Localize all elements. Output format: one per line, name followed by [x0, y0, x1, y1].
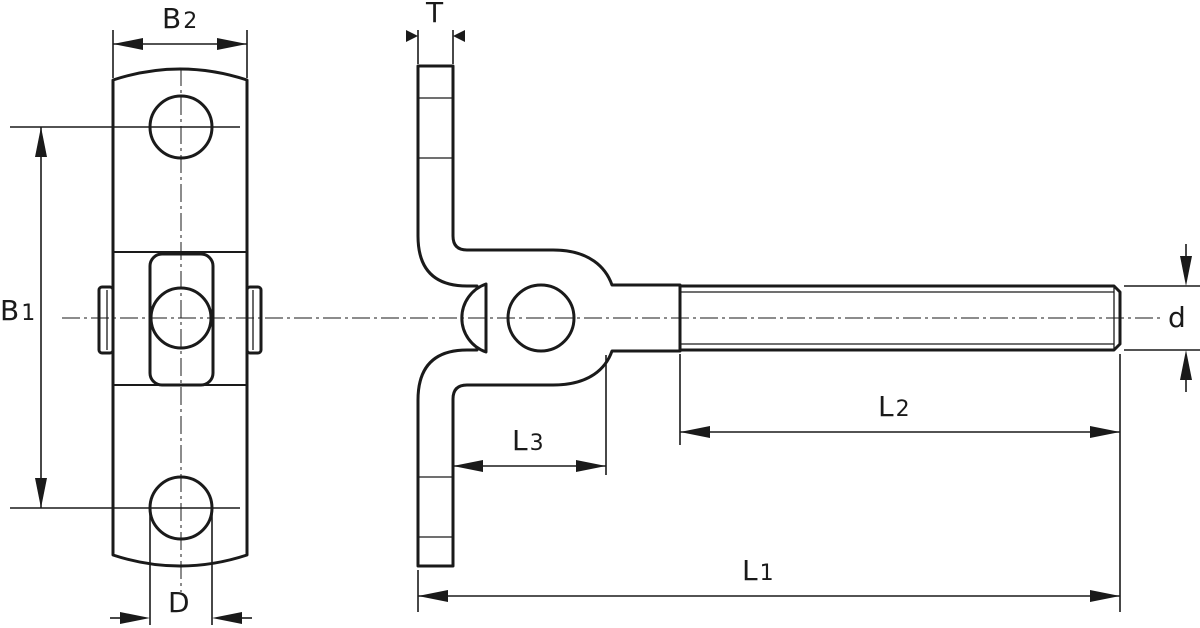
- d-thread-arrow-bottom: [1180, 350, 1192, 380]
- l1-arrow-right: [1090, 590, 1120, 602]
- l1-arrow-left: [418, 590, 448, 602]
- dimension-t: T: [406, 0, 465, 64]
- dimension-l3: L3: [453, 355, 607, 475]
- d-thread-label: d: [1168, 301, 1186, 334]
- dimension-d-hole: D: [110, 508, 252, 625]
- t-arrow-left: [406, 30, 418, 42]
- l3-label: L3: [512, 424, 544, 457]
- b1-arrow-top: [35, 127, 47, 157]
- l2-arrow-left: [680, 426, 710, 438]
- t-label: T: [425, 0, 444, 29]
- d-thread-arrow-top: [1180, 256, 1192, 286]
- dimension-b1: B1: [0, 126, 240, 509]
- side-view: [416, 64, 1122, 568]
- pin-end-left: [97, 285, 115, 355]
- l3-arrow-left: [453, 460, 483, 472]
- dimension-d-thread: d: [1124, 244, 1200, 392]
- l2-arrow-right: [1090, 426, 1120, 438]
- l1-label: L1: [742, 554, 774, 587]
- dimension-l1: L1: [417, 354, 1121, 612]
- b1-label: B1: [0, 294, 35, 327]
- l3-arrow-right: [576, 460, 606, 472]
- dimension-b2: B2: [112, 2, 248, 78]
- d-hole-arrow-right: [212, 612, 242, 624]
- l2-label: L2: [878, 390, 910, 423]
- b2-arrow-right: [217, 38, 247, 50]
- b1-arrow-bottom: [35, 478, 47, 508]
- d-hole-arrow-left: [120, 612, 150, 624]
- b2-arrow-left: [113, 38, 143, 50]
- pin-end-right: [245, 285, 263, 355]
- b2-label: B2: [162, 2, 197, 35]
- front-view: [97, 67, 263, 592]
- d-hole-label: D: [168, 586, 190, 619]
- dimension-l2: L2: [679, 354, 1120, 445]
- t-arrow-right: [453, 30, 465, 42]
